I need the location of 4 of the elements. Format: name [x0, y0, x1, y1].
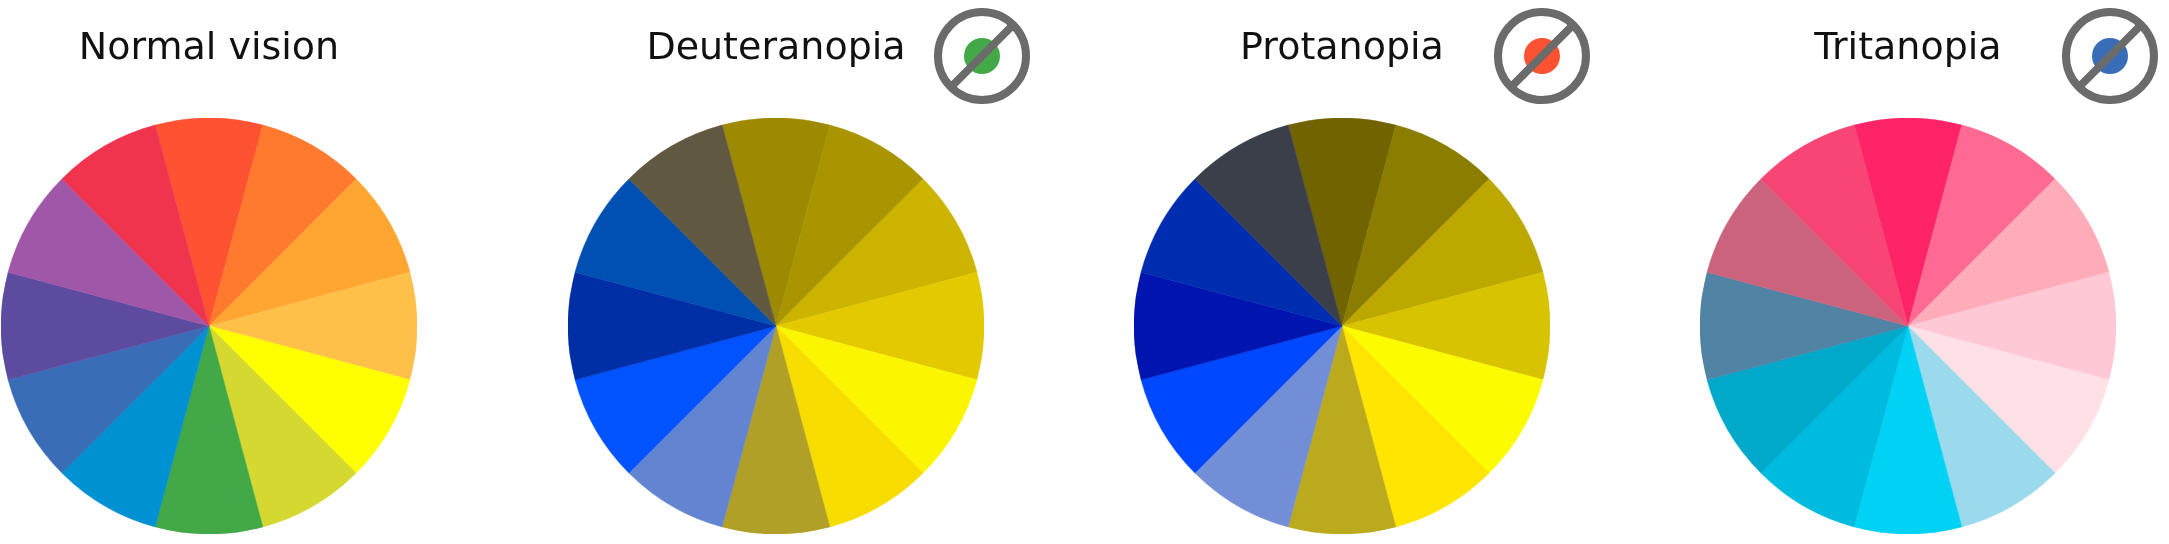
wheel-heading: Deuteranopia	[646, 24, 906, 68]
wheel-heading: Tritanopia	[1814, 24, 2002, 68]
wheel-heading: Protanopia	[1240, 24, 1444, 68]
wheel-heading: Normal vision	[78, 24, 340, 68]
